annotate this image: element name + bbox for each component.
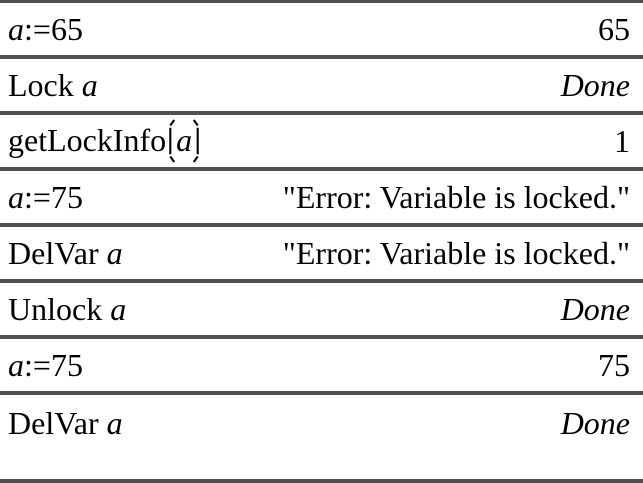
expression-input: Lock a	[8, 69, 98, 101]
expression-input: a:=75	[8, 181, 83, 213]
input-segment: a	[8, 179, 24, 215]
expression-input: a:=75	[8, 349, 83, 381]
input-segment: a	[81, 67, 98, 103]
input-segment: Unlock	[8, 291, 111, 327]
expression-result: Done	[560, 291, 630, 327]
input-segment: :=75	[24, 347, 83, 383]
expression-result: Done	[560, 67, 630, 103]
expression-input: Unlock a	[8, 293, 126, 325]
history-row[interactable]: Lock a Done	[0, 59, 643, 115]
expression-result: 75	[598, 347, 630, 383]
expression-input: DelVar a	[8, 407, 123, 439]
input-segment: a	[176, 122, 193, 158]
input-segment: getLockInfo	[8, 122, 167, 158]
history-row[interactable]: Unlock a Done	[0, 283, 643, 339]
history-row[interactable]: a:=75 75	[0, 339, 643, 395]
input-segment: :=65	[24, 11, 83, 47]
right-parenthesis-icon	[192, 119, 202, 163]
input-segment: DelVar	[8, 405, 107, 441]
input-segment: DelVar	[8, 235, 107, 271]
left-parenthesis-icon	[166, 119, 176, 163]
history-row[interactable]: a:=65 65	[0, 3, 643, 59]
history-row[interactable]: a:=75 "Error: Variable is locked."	[0, 171, 643, 227]
input-segment: a	[106, 405, 123, 441]
expression-result: Done	[560, 405, 630, 441]
input-segment: Lock	[8, 67, 82, 103]
input-segment: :=75	[24, 179, 83, 215]
expression-result: 65	[598, 11, 630, 47]
expression-result: "Error: Variable is locked."	[282, 179, 630, 215]
history-row[interactable]: DelVar a "Error: Variable is locked."	[0, 227, 643, 283]
expression-result: "Error: Variable is locked."	[282, 235, 630, 271]
expression-input: a:=65	[8, 13, 83, 45]
expression-input: DelVar a	[8, 237, 123, 269]
input-segment: a	[8, 347, 24, 383]
expression-result: 1	[614, 123, 630, 159]
input-segment: a	[8, 11, 24, 47]
input-segment: a	[110, 291, 127, 327]
input-segment: a	[106, 235, 123, 271]
history-row[interactable]: DelVar a Done	[0, 395, 643, 451]
